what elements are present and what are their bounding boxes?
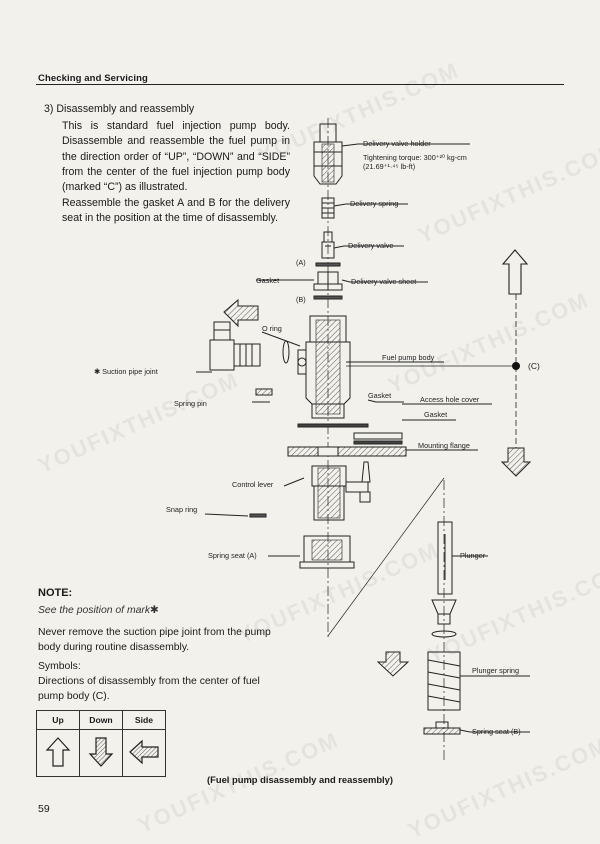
label-fuel-pump-body: Fuel pump body <box>382 353 435 362</box>
symbol-cell-up <box>36 729 80 777</box>
gasket-right <box>353 440 403 445</box>
plunger-spring <box>427 651 461 711</box>
symbol-cell-side <box>122 729 166 777</box>
label-snap-ring: Snap ring <box>166 505 197 514</box>
o-ring <box>282 340 290 364</box>
note-title: NOTE: <box>38 587 73 599</box>
label-delivery-spring: Delivery spring <box>350 199 398 208</box>
label-center-c: (C) <box>528 361 540 371</box>
suction-pipe-joint <box>209 321 261 371</box>
symbols-table: Up Down Side <box>36 710 166 777</box>
gasket-lower <box>297 423 369 428</box>
spring-pin <box>255 388 273 396</box>
fuel-pump-body <box>297 315 351 419</box>
symbol-header-side: Side <box>122 710 166 730</box>
header-title: Checking and Servicing <box>38 73 148 84</box>
label-spring-pin: Spring pin <box>174 399 207 408</box>
note-warning: Never remove the suction pipe joint from… <box>38 627 271 654</box>
label-delivery-valve: Delivery valve <box>348 241 393 250</box>
spring-seat-b <box>423 721 461 735</box>
symbol-header-down: Down <box>79 710 123 730</box>
label-spring-seat-b: Spring seat (B) <box>472 727 521 736</box>
label-torque-lbft: (21.69⁺¹·⁴⁵ lb-ft) <box>363 162 415 171</box>
down-arrow-icon <box>88 737 114 767</box>
label-suction-pipe-joint: ✱ Suction pipe joint <box>94 367 158 376</box>
delivery-valve <box>321 231 335 259</box>
note-directions: Directions of disassembly from the cente… <box>38 676 260 703</box>
delivery-valve-sheet <box>313 271 343 291</box>
label-plunger-spring: Plunger spring <box>472 666 519 675</box>
symbol-cell-down <box>79 729 123 777</box>
label-mounting-flange: Mounting flange <box>418 441 470 450</box>
label-delivery-valve-holder: Delivery valve holder <box>363 139 431 148</box>
down-arrow-icon <box>376 651 410 677</box>
spring-seat-a <box>299 535 355 569</box>
label-gasket-b: (B) <box>296 295 306 304</box>
label-gasket-a: (A) <box>296 258 306 267</box>
left-arrow-icon <box>129 739 159 765</box>
label-gasket-right: Gasket <box>424 410 447 419</box>
plunger <box>431 521 457 638</box>
page-number: 59 <box>38 803 50 815</box>
left-arrow-icon <box>223 298 259 328</box>
control-lever <box>311 461 371 521</box>
label-control-lever: Control lever <box>232 480 274 489</box>
mounting-flange <box>287 446 407 457</box>
paragraph-reassemble-gasket: Reassemble the gasket A and B for the de… <box>62 197 290 225</box>
down-arrow-icon <box>500 447 532 477</box>
gasket-a <box>315 262 341 267</box>
up-arrow-icon <box>45 737 71 767</box>
label-gasket: Gasket <box>256 276 279 285</box>
snap-ring <box>249 513 267 518</box>
symbol-header-up: Up <box>36 710 80 730</box>
label-access-hole-cover: Access hole cover <box>420 395 480 404</box>
label-plunger: Plunger <box>460 551 486 560</box>
up-arrow-icon <box>501 249 529 295</box>
center-mark-dot <box>512 362 520 370</box>
gasket-b <box>313 295 343 300</box>
note-symbols-label: Symbols: <box>38 661 81 672</box>
delivery-valve-holder <box>313 123 343 185</box>
label-spring-seat-a: Spring seat (A) <box>208 551 257 560</box>
label-gasket-lower: Gasket <box>368 391 391 400</box>
delivery-spring <box>321 197 335 219</box>
label-delivery-valve-sheet: Delivery valve sheet <box>351 277 416 286</box>
figure-caption: (Fuel pump disassembly and reassembly) <box>207 774 393 785</box>
note-mark-reference: See the position of mark✱ <box>38 605 159 616</box>
section-heading: 3) Disassembly and reassembly <box>44 103 195 115</box>
header-rule <box>36 84 564 85</box>
paragraph-disassemble: This is standard fuel injection pump bod… <box>62 120 290 194</box>
label-o-ring: O ring <box>262 324 282 333</box>
label-tightening-torque: Tightening torque: 300⁺²⁰ kg-cm <box>363 153 467 162</box>
access-hole-cover <box>353 432 403 440</box>
